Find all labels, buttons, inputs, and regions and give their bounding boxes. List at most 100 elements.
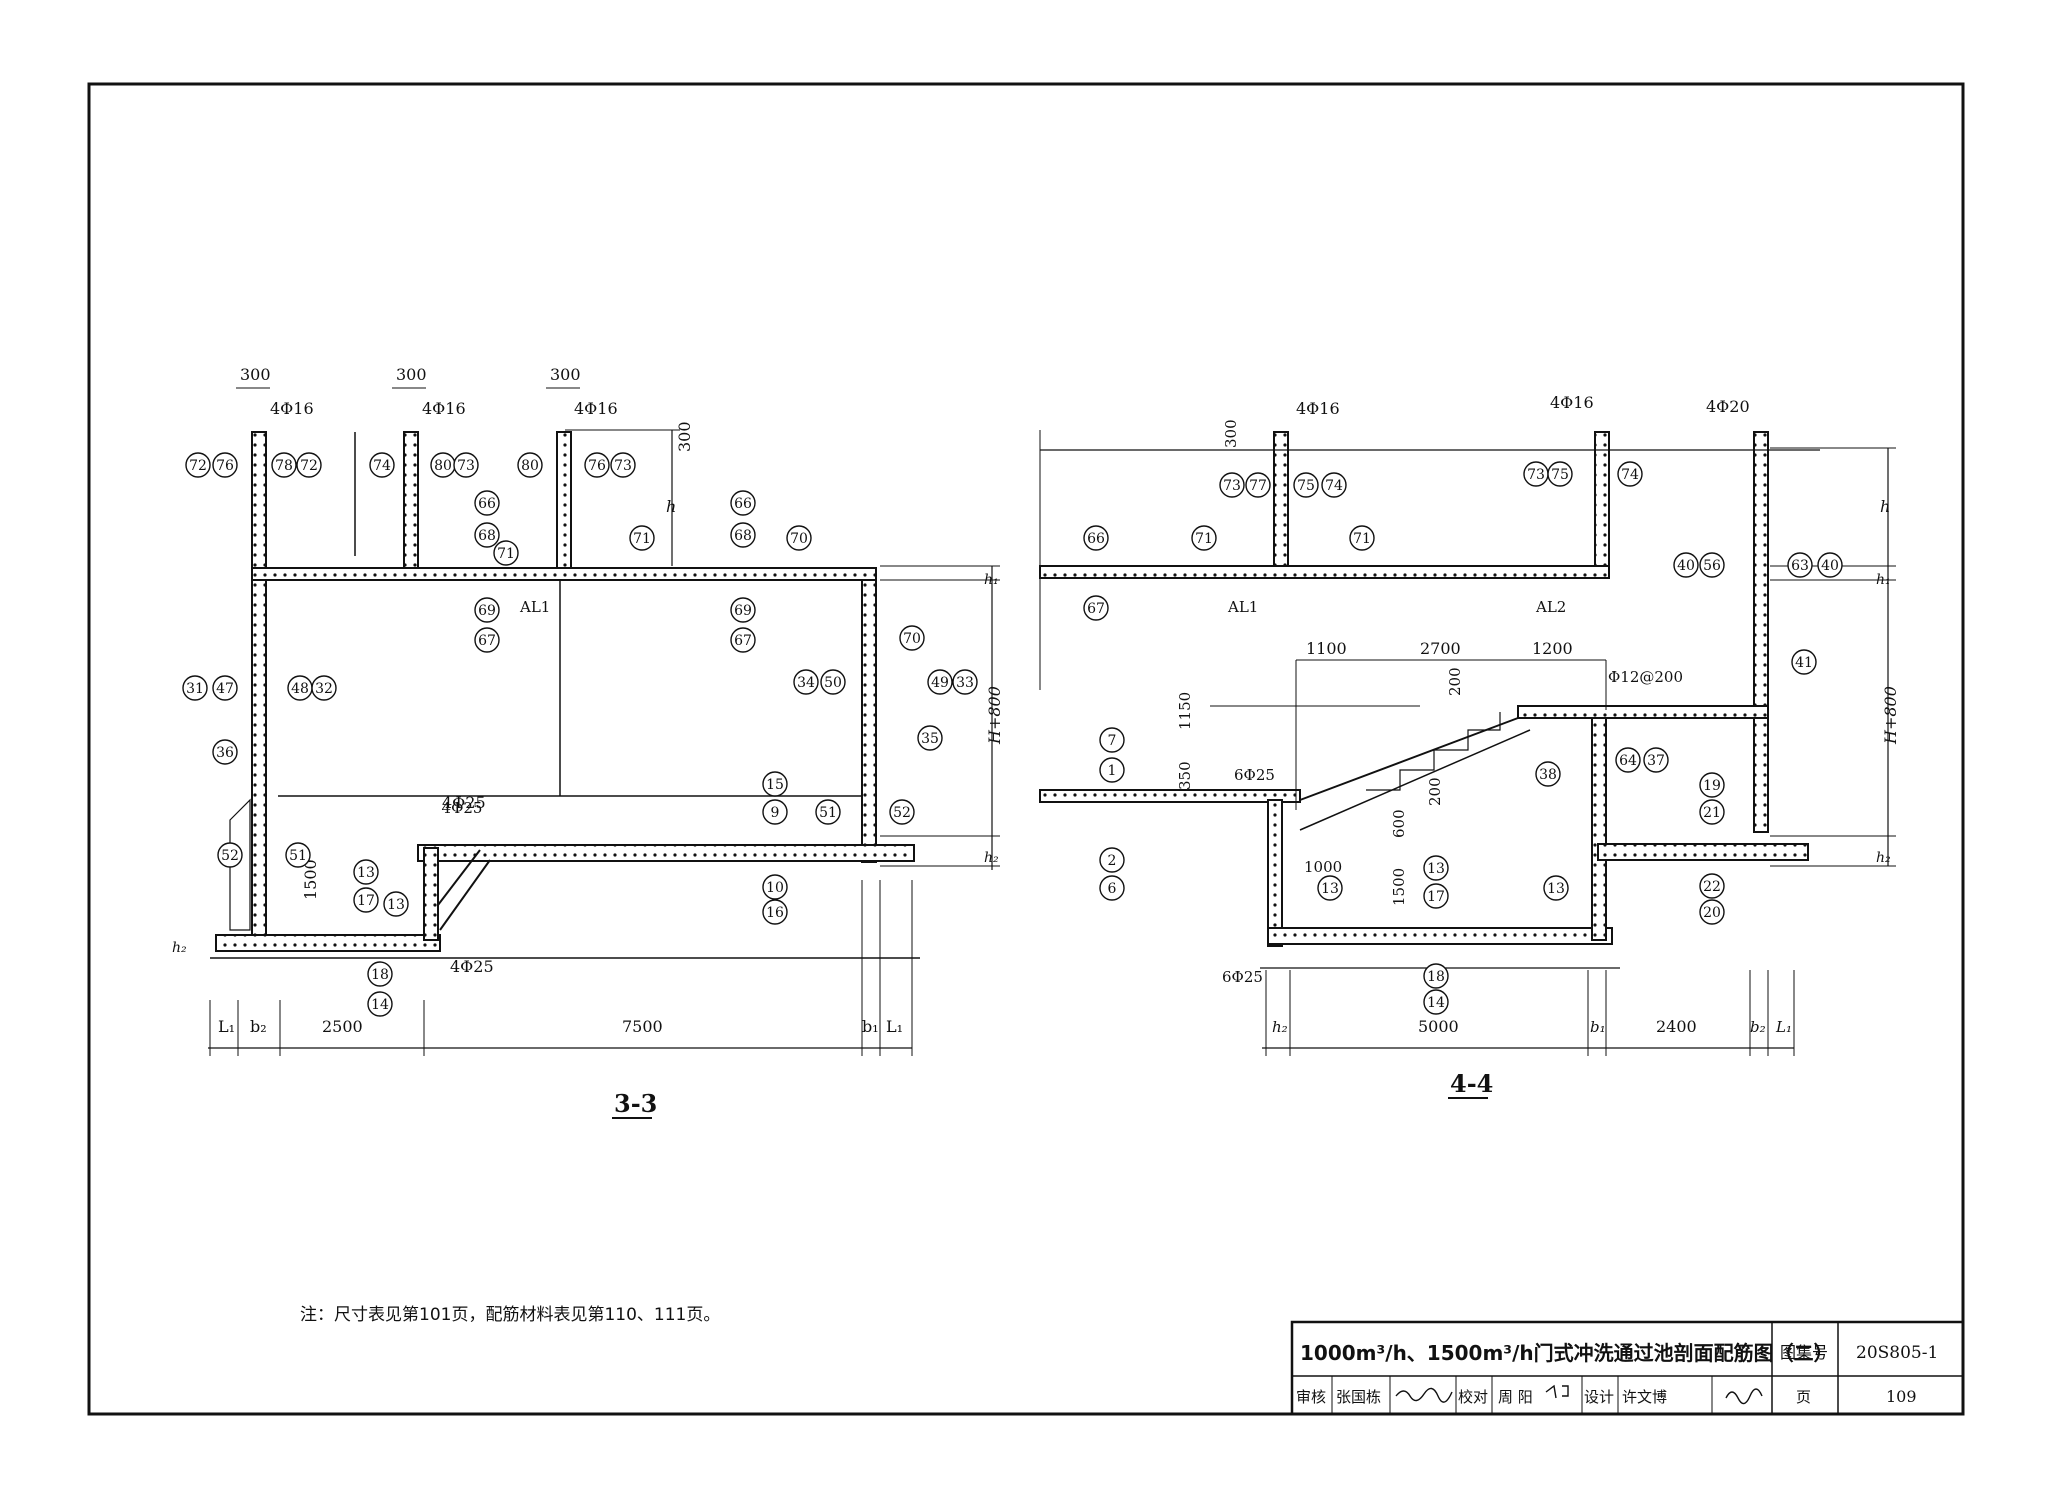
dim-4-4-350: 350 (1176, 761, 1194, 790)
section-4-4-marker-label: 14 (1427, 995, 1445, 1011)
dim-4-4-h2: h₂ (1272, 1018, 1288, 1036)
section-3-3-marker-label: 33 (956, 675, 974, 691)
section-3-3-marker-label: 47 (216, 681, 234, 697)
section-3-3-marker-label: 72 (300, 458, 318, 474)
section-4-4-marker-circle (1099, 757, 1125, 783)
section-3-3-marker-label: 68 (734, 528, 752, 544)
section-4-4-marker-label: 77 (1249, 478, 1267, 494)
beam-3-3-AL1: AL1 (519, 598, 550, 616)
section-3-3-marker-circle (474, 627, 500, 653)
title-block-designer: 许文博 (1622, 1388, 1667, 1406)
bar-4-4-e: 6Φ25 (1222, 968, 1263, 986)
level-4-4-h: h (1880, 497, 1890, 516)
section-3-3-marker-circle (212, 739, 238, 765)
section-4-4-marker-circle (1787, 552, 1813, 578)
section-4-4-marker-circle (1099, 847, 1125, 873)
section-4-4-marker-label: 37 (1647, 753, 1665, 769)
section-4-4-marker-label: 38 (1539, 767, 1557, 783)
dim-4-4-2400: 2400 (1656, 1017, 1697, 1036)
title-block-title: 1000m³/h、1500m³/h门式冲洗通过池剖面配筋图（二） (1300, 1341, 1834, 1365)
dim-4-4-5000: 5000 (1418, 1017, 1459, 1036)
section-3-3-marker-circle (182, 675, 208, 701)
level-3-3-h2-right: h₂ (984, 850, 999, 866)
section-3-3-marker-label: 48 (291, 681, 309, 697)
section-3-3-marker-circle (285, 842, 311, 868)
bar-4-4-a: 4Φ16 (1296, 399, 1340, 418)
section-4-4-marker-circle (1099, 727, 1125, 753)
section-3-3-marker-circle (584, 452, 610, 478)
section-4-4-marker-label: 66 (1087, 531, 1105, 547)
section-3-3-marker-circle (271, 452, 297, 478)
section-3-3-marker-circle (786, 525, 812, 551)
section-3-3-marker-circle (367, 991, 393, 1017)
section-4-4-marker-label: 71 (1353, 531, 1371, 547)
section-4-4-marker-circle (1617, 461, 1643, 487)
section-4-4-marker-label: 2 (1108, 853, 1117, 869)
section-3-3-marker-circle (474, 490, 500, 516)
section-3-3-marker-circle (493, 540, 519, 566)
section-3-3-marker-label: 16 (766, 905, 784, 921)
section-3-3-marker-circle (629, 525, 655, 551)
level-3-3-h1: h₁ (984, 572, 999, 588)
section-3-3-marker-circle (474, 522, 500, 548)
section-4-4-marker-label: 7 (1108, 733, 1117, 749)
section-3-3-marker-label: 32 (315, 681, 333, 697)
section-3-3-marker-circle (899, 625, 925, 651)
level-3-3-1500: 1500 (301, 859, 320, 900)
title-block-design-label: 设计 (1584, 1388, 1614, 1406)
section-3-3-marker-label: 18 (371, 967, 389, 983)
section-3-3-marker-circle (212, 452, 238, 478)
section-4-4-marker-label: 74 (1325, 478, 1343, 494)
section-3-3-marker-circle (889, 799, 915, 825)
dim-4-4-b2: b₂ (1750, 1018, 1766, 1036)
section-4-4-marker-label: 73 (1527, 467, 1545, 483)
section-3-3-marker-label: 67 (478, 633, 496, 649)
section-3-3-marker-circle (212, 675, 238, 701)
section-4-4-marker-label: 40 (1821, 558, 1839, 574)
dim-4-4-1100: 1100 (1306, 639, 1347, 658)
dim-3-3-b1: b₁ (862, 1017, 879, 1036)
section-4-4-title: 4-4 (1450, 1069, 1493, 1098)
section-4-4-marker-circle (1219, 472, 1245, 498)
section-4-4-marker-circle (1423, 963, 1449, 989)
title-block-atlas-no: 20S805-1 (1856, 1343, 1938, 1363)
section-4-4-marker-circle (1643, 747, 1669, 773)
section-4-4-marker-label: 40 (1677, 558, 1695, 574)
dim-3-3-L1-left: L₁ (218, 1017, 235, 1036)
section-3-3-marker-circle (383, 891, 409, 917)
section-3-3-marker-label: 68 (478, 528, 496, 544)
dim-4-4-1150: 1150 (1176, 692, 1194, 730)
section-4-4-marker-circle (1245, 472, 1271, 498)
section-3-3-marker-label: 73 (614, 458, 632, 474)
section-4-4-marker-label: 19 (1703, 778, 1721, 794)
dim-3-3-300-a: 300 (240, 365, 271, 384)
dim-4-4-1000: 1000 (1304, 858, 1342, 876)
section-4-4-marker-circle (1543, 875, 1569, 901)
section-4-4-marker-circle (1423, 989, 1449, 1015)
section-4-4-marker-circle (1673, 552, 1699, 578)
section-3-3-marker-label: 17 (357, 893, 375, 909)
section-4-4-marker-label: 63 (1791, 558, 1809, 574)
section-3-3-marker-circle (453, 452, 479, 478)
section-3-3-marker-label: 34 (797, 675, 815, 691)
section-3-3-marker-label: 51 (819, 805, 837, 821)
section-3-3-marker-label: 69 (734, 603, 752, 619)
section-3-3-marker-label: 15 (766, 777, 784, 793)
section-3-3-marker-circle (311, 675, 337, 701)
section-3-3-marker-label: 14 (371, 997, 389, 1013)
section-3-3-marker-circle (517, 452, 543, 478)
section-4-4-marker-label: 56 (1703, 558, 1721, 574)
title-block (1290, 1320, 1965, 1416)
dim-3-3-7500: 7500 (622, 1017, 663, 1036)
section-4-4-marker-circle (1535, 761, 1561, 787)
title-block-checker: 周 阳 (1498, 1388, 1533, 1406)
title-block-reviewer: 张国栋 (1336, 1388, 1381, 1406)
section-3-3-marker-label: 71 (633, 531, 651, 547)
section-3-3-marker-circle (917, 725, 943, 751)
section-3-3-marker-circle (730, 490, 756, 516)
level-4-4-h2: h₂ (1876, 850, 1891, 866)
section-3-3-marker-label: 49 (931, 675, 949, 691)
dim-3-3-300-b: 300 (396, 365, 427, 384)
level-3-3-H800: H+800 (985, 686, 1004, 745)
